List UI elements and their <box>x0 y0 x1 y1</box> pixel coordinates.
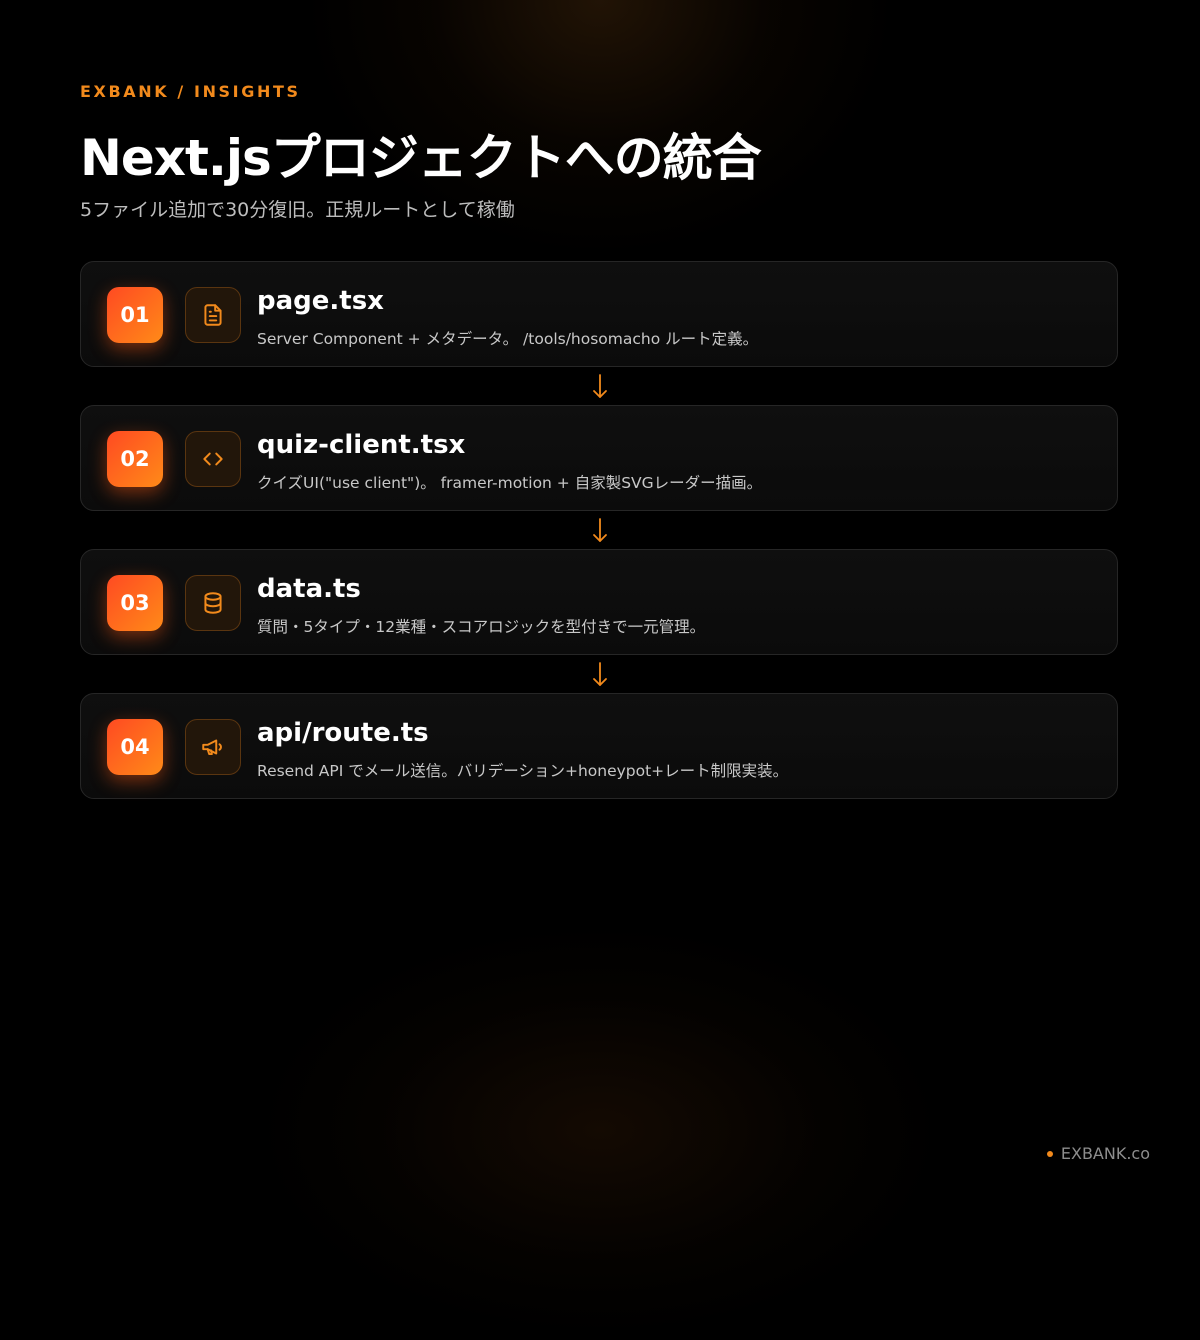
footer-brand-label: EXBANK.co <box>1060 1144 1150 1163</box>
step-number-badge: 02 <box>107 431 163 487</box>
footer-brand: EXBANK.co <box>1046 1144 1150 1163</box>
database-icon <box>204 592 222 614</box>
step-number-badge: 03 <box>107 575 163 631</box>
step-title: page.tsx <box>257 286 384 316</box>
step-description: Server Component + メタデータ。 /tools/hosomac… <box>257 330 759 348</box>
page-subtitle: 5ファイル追加で30分復旧。正規ルートとして稼働 <box>80 199 515 221</box>
step-description: 質問・5タイプ・12業種・スコアロジックを型付きで一元管理。 <box>257 618 706 636</box>
arrow-down-icon <box>588 372 612 400</box>
brand-dot-icon <box>1046 1150 1053 1157</box>
step-card-3: 03 data.ts 質問・5タイプ・12業種・スコアロジックを型付きで一元管理… <box>80 549 1118 655</box>
step-number-badge: 04 <box>107 719 163 775</box>
step-icon-box <box>185 575 241 631</box>
arrow-down-icon <box>588 516 612 544</box>
megaphone-icon <box>202 739 222 756</box>
step-description: クイズUI("use client")。 framer-motion + 自家製… <box>257 474 763 492</box>
step-card-1: 01 page.tsx Server Component + メタデータ。 /t… <box>80 261 1118 367</box>
step-description: Resend API でメール送信。バリデーション+honeypot+レート制限… <box>257 762 789 780</box>
eyebrow-label: EXBANK / INSIGHTS <box>80 82 301 101</box>
step-number-badge: 01 <box>107 287 163 343</box>
step-icon-box <box>185 719 241 775</box>
step-icon-box <box>185 287 241 343</box>
step-card-2: 02 quiz-client.tsx クイズUI("use client")。 … <box>80 405 1118 511</box>
step-title: quiz-client.tsx <box>257 430 466 460</box>
step-icon-box <box>185 431 241 487</box>
file-text-icon <box>204 304 222 326</box>
background-glow-bottom <box>250 920 950 1340</box>
step-title: data.ts <box>257 574 361 604</box>
step-card-4: 04 api/route.ts Resend API でメール送信。バリデーショ… <box>80 693 1118 799</box>
page-title: Next.jsプロジェクトへの統合 <box>80 129 762 187</box>
arrow-down-icon <box>588 660 612 688</box>
code-icon <box>203 452 223 466</box>
step-title: api/route.ts <box>257 718 429 748</box>
